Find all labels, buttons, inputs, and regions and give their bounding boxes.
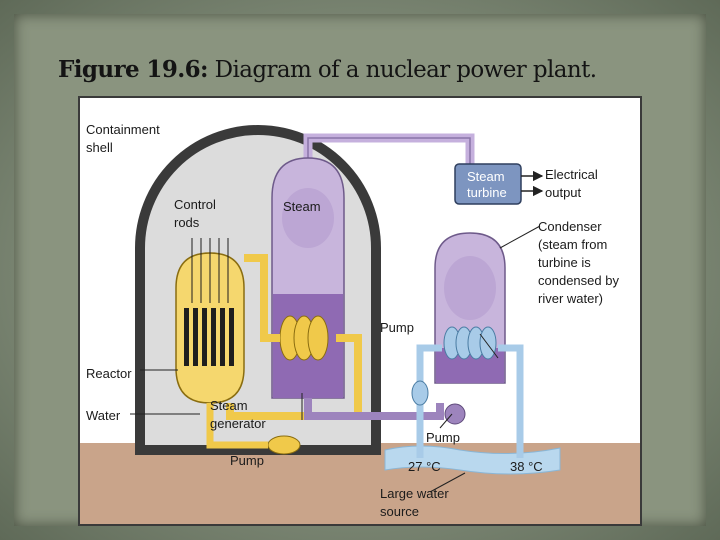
title-caption: Diagram of a nuclear power plant. — [207, 57, 597, 83]
feedwater-pump — [444, 403, 466, 425]
primary-loop-return — [206, 403, 268, 449]
label-reactor: Reactor — [86, 366, 132, 381]
label-source-2: source — [380, 504, 419, 519]
feedwater-pipe — [304, 398, 444, 420]
label-electrical-2: output — [545, 185, 582, 200]
reactor-fuel-rods — [184, 308, 234, 366]
label-containment-1: Containment — [86, 122, 160, 137]
label-temp-in: 27 °C — [408, 459, 441, 474]
label-condenser-1: Condenser — [538, 219, 602, 234]
label-pump-upper: Pump — [380, 320, 414, 335]
label-generator-2: generator — [210, 416, 266, 431]
label-condenser-3: turbine is — [538, 255, 591, 270]
label-condenser-5: river water) — [538, 291, 603, 306]
label-steam: Steam — [283, 199, 321, 214]
primary-loop-hot — [244, 254, 280, 342]
cooling-water-in — [416, 344, 442, 458]
steam-generator-coil — [279, 315, 329, 361]
label-condenser-2: (steam from — [538, 237, 607, 252]
reactor-pump — [267, 435, 301, 455]
cooling-water-out — [498, 344, 524, 458]
condenser-steam-cloud — [444, 256, 496, 320]
nuclear-plant-diagram: Containment shell Control rods Steam Ste… — [80, 122, 640, 524]
label-generator-1: Steam — [210, 398, 248, 413]
water-source — [384, 445, 561, 475]
leader-lines — [130, 225, 541, 493]
slide-title: Figure 19.6: Diagram of a nuclear power … — [58, 56, 597, 83]
title-figure-number: Figure 19.6: — [58, 56, 209, 83]
label-control-1: Control — [174, 197, 216, 212]
nuclear-plant-figure: Containment shell Control rods Steam Ste… — [78, 96, 642, 526]
label-water: Water — [86, 408, 121, 423]
steam-turbine — [454, 163, 522, 205]
label-temp-out: 38 °C — [510, 459, 543, 474]
cooling-water-pump — [411, 380, 429, 406]
label-turbine-1: Steam — [467, 169, 505, 184]
control-rods — [191, 238, 229, 303]
label-control-2: rods — [174, 215, 200, 230]
label-turbine-2: turbine — [467, 185, 507, 200]
label-pump-lower: Pump — [230, 453, 264, 468]
steam-cloud — [282, 188, 334, 248]
label-source-1: Large water — [380, 486, 449, 501]
label-condenser-4: condensed by — [538, 273, 619, 288]
label-electrical-1: Electrical — [545, 167, 598, 182]
label-containment-2: shell — [86, 140, 113, 155]
label-pump-bottom: Pump — [426, 430, 460, 445]
condenser-coil — [443, 326, 497, 360]
